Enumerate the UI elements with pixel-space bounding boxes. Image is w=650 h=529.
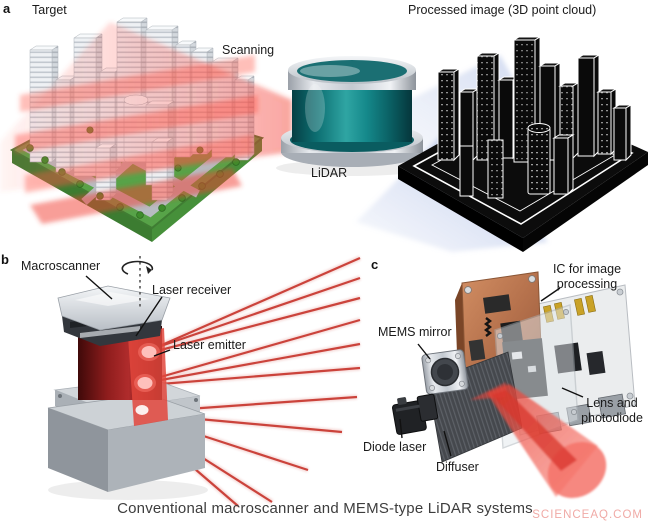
processed-image-label: Processed image (3D point cloud): [408, 3, 597, 17]
panel-c-letter: c: [371, 257, 379, 272]
macroscanner-cap: [57, 285, 171, 346]
laser-receiver-label: Laser receiver: [152, 283, 232, 297]
point-cloud-cylinder: [527, 123, 551, 195]
figure-caption: Conventional macroscanner and MEMS-type …: [117, 500, 533, 517]
macroscanner-beams: [136, 255, 362, 508]
mems-mirror: [421, 349, 469, 395]
panel-b-letter: b: [1, 252, 9, 267]
point-cloud-buildings: [436, 36, 633, 199]
point-cloud: [398, 36, 648, 252]
lidar-label: LiDAR: [311, 166, 348, 180]
laser-emitter-label: Laser emitter: [173, 338, 246, 352]
panel-c-leaders: [399, 287, 584, 457]
lens-photodiode-label: Lens and photodiode: [581, 396, 643, 425]
scanning-label: Scanning: [222, 43, 275, 57]
diode-laser: [391, 393, 439, 435]
target-label: Target: [32, 3, 67, 17]
diffuser-label: Diffuser: [436, 460, 479, 474]
panel-b-art: [47, 255, 362, 508]
watermark: SCIENCEAQ.COM: [532, 509, 643, 521]
panel-a-art: [0, 17, 648, 252]
panel-c-art: [391, 271, 636, 499]
lidar-device: [276, 56, 428, 176]
mems-mirror-label: MEMS mirror: [378, 325, 452, 339]
macroscanner-label: Macroscanner: [21, 259, 101, 273]
panel-b-leaders: [85, 275, 171, 357]
scanning-beam: [0, 22, 292, 224]
diode-laser-label: Diode laser: [363, 440, 427, 454]
rotation-axis: [121, 256, 154, 308]
laser-cone: [470, 382, 607, 499]
ic-processing-label: IC for image processing: [552, 262, 622, 291]
panel-a-letter: a: [3, 1, 11, 16]
